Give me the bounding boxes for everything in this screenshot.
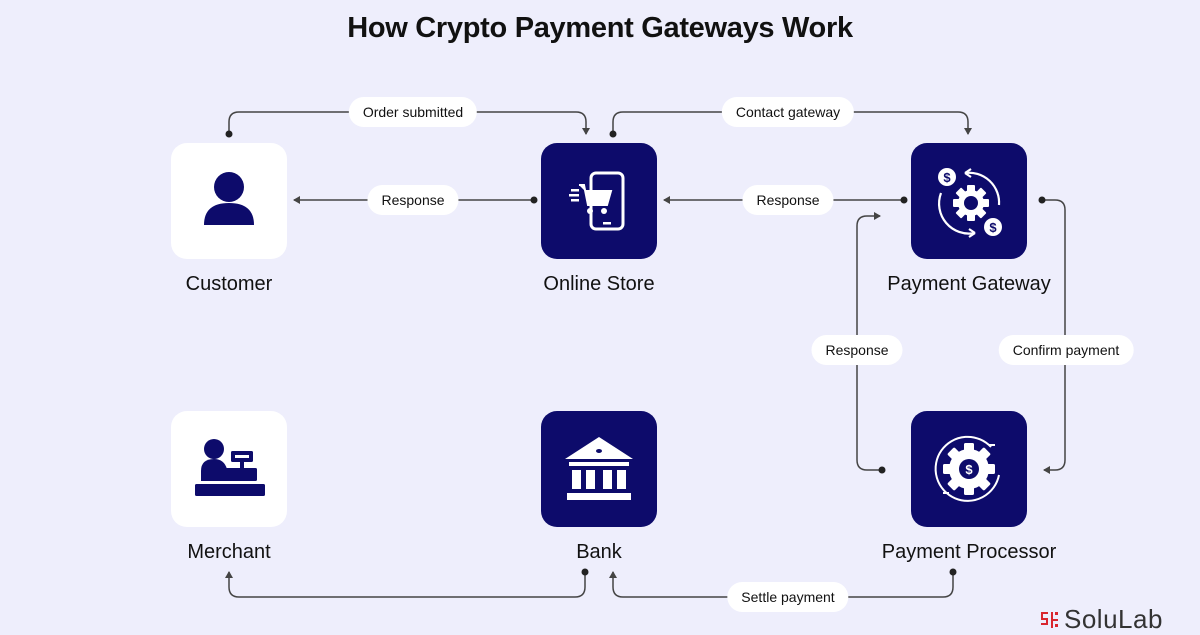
svg-text:$: $ (989, 220, 997, 235)
node-label-bank: Bank (576, 541, 622, 563)
edge-label-contact-gateway: Contact gateway (721, 97, 855, 127)
node-merchant (171, 411, 287, 527)
node-label-merchant: Merchant (187, 541, 271, 563)
node-online-store (541, 143, 657, 259)
edge-label-response-processor-gateway: Response (811, 335, 903, 365)
node-payment-processor: $ (911, 411, 1027, 527)
svg-text:$: $ (965, 462, 973, 477)
mobile-shopping-cart-icon (569, 171, 625, 231)
solulab-logo-text: SoluLab (1064, 604, 1163, 634)
edge-label-response-gateway-store: Response (742, 185, 834, 215)
edge-label-settle-payment: Settle payment (727, 582, 849, 612)
node-bank (541, 411, 657, 527)
solulab-logo: SoluLab (1040, 604, 1163, 635)
node-label-online-store: Online Store (543, 273, 655, 295)
page-title: How Crypto Payment Gateways Work (347, 12, 853, 44)
edge-label-confirm-payment: Confirm payment (998, 335, 1134, 365)
node-label-payment-gateway: Payment Gateway (887, 273, 1051, 295)
edge-bank-merchant (225, 571, 586, 598)
gear-dollar-exchange-icon: $ $ (938, 168, 1002, 238)
node-label-payment-processor: Payment Processor (881, 541, 1057, 563)
bank-building-icon (565, 437, 633, 500)
node-payment-gateway: $ $ (911, 143, 1027, 259)
edge-label-response-store-customer: Response (367, 185, 459, 215)
gear-dollar-cycle-icon: $ (934, 435, 1000, 502)
svg-text:$: $ (943, 170, 951, 185)
solulab-logo-mark-icon (1041, 611, 1058, 628)
node-customer (171, 143, 287, 259)
node-label-customer: Customer (185, 273, 273, 295)
edge-label-order-submitted: Order submitted (348, 97, 478, 127)
cashier-register-icon (195, 439, 265, 496)
person-icon (204, 172, 254, 225)
